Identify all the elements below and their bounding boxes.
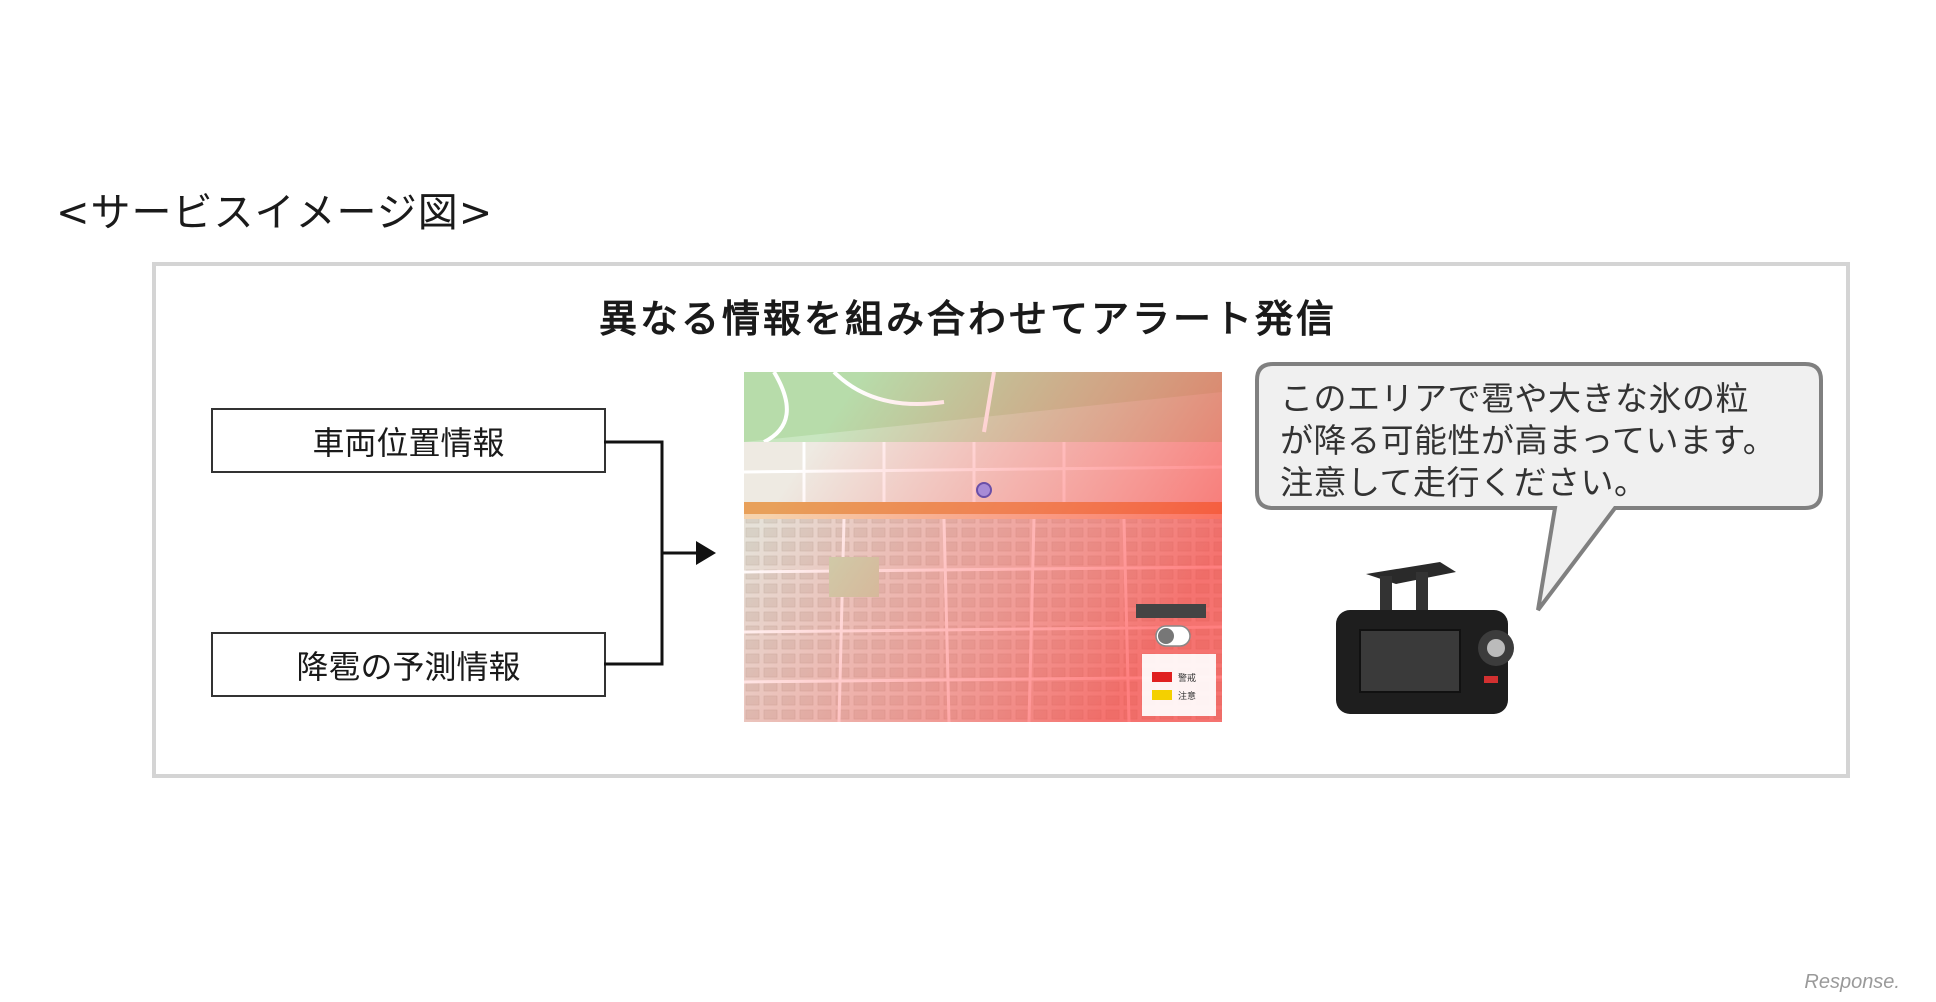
hail-alert-map: 警戒 注意 (744, 372, 1222, 722)
alert-line: このエリアで雹や大きな氷の粒 (1280, 379, 1749, 418)
merge-arrow-connector (604, 440, 716, 666)
watermark: Response. (1804, 971, 1900, 993)
panel-title: 異なる情報を組み合わせてアラート発信 (598, 297, 1337, 341)
vehicle-position-label: 車両位置情報 (312, 423, 505, 462)
section-title: <サービスイメージ図> (56, 190, 494, 236)
legend-warning-label: 警戒 (1178, 672, 1196, 684)
vehicle-marker-icon (976, 482, 992, 498)
alert-message: このエリアで雹や大きな氷の粒 が降る可能性が高まっています。 注意して走行くださ… (1280, 378, 1820, 504)
alert-line: 注意して走行ください。 (1280, 463, 1648, 502)
legend-warning-swatch (1152, 672, 1172, 682)
hail-forecast-label: 降雹の予測情報 (296, 647, 521, 686)
alert-line: が降る可能性が高まっています。 (1280, 421, 1777, 460)
hail-forecast-box: 降雹の予測情報 (211, 632, 606, 697)
dashcam-icon (1336, 562, 1514, 714)
vehicle-position-box: 車両位置情報 (211, 408, 606, 473)
arrow-head-icon (696, 541, 716, 565)
alert-speech-bubble (1255, 362, 1823, 612)
legend-caution-swatch (1152, 690, 1172, 700)
legend-caution-label: 注意 (1178, 690, 1196, 702)
